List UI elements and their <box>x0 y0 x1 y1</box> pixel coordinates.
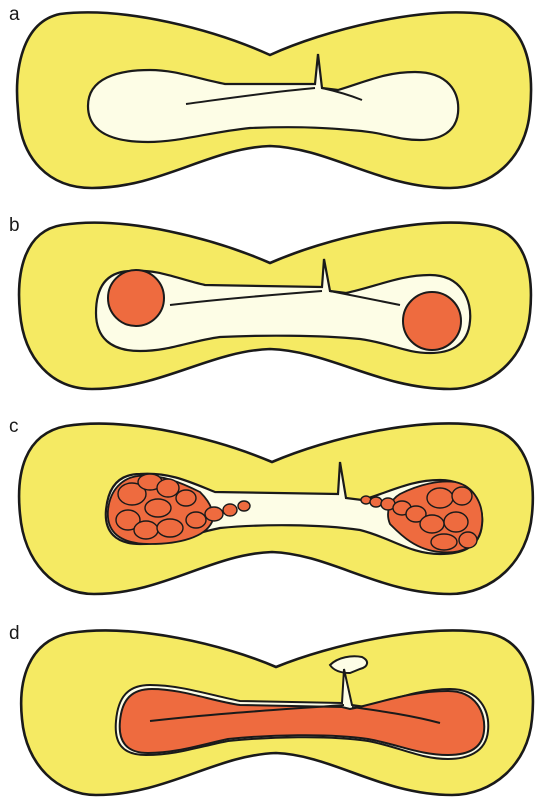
red-cell <box>157 479 179 497</box>
panel-d: d <box>0 603 544 804</box>
red-cell <box>186 512 206 528</box>
red-cell <box>459 532 477 548</box>
red-cell <box>431 534 457 550</box>
red-cell <box>452 487 472 505</box>
panel-b-figure <box>0 201 544 402</box>
panel-a: a <box>0 0 544 201</box>
red-cell <box>444 512 468 532</box>
red-cell <box>134 521 158 539</box>
red-nodule-right <box>403 292 461 350</box>
panel-d-figure <box>0 603 544 804</box>
red-cell <box>145 499 171 517</box>
red-cell <box>420 515 444 533</box>
red-cell <box>157 519 183 537</box>
red-cell <box>427 488 453 508</box>
panel-a-figure <box>0 0 544 201</box>
panel-b: b <box>0 201 544 402</box>
panel-c-figure <box>0 402 544 603</box>
red-nodule-left <box>108 270 164 326</box>
red-cell <box>223 504 237 516</box>
red-cell <box>238 501 250 511</box>
red-cell <box>205 507 223 521</box>
panel-c: c <box>0 402 544 603</box>
red-cell <box>176 490 196 506</box>
red-cell <box>370 497 382 507</box>
